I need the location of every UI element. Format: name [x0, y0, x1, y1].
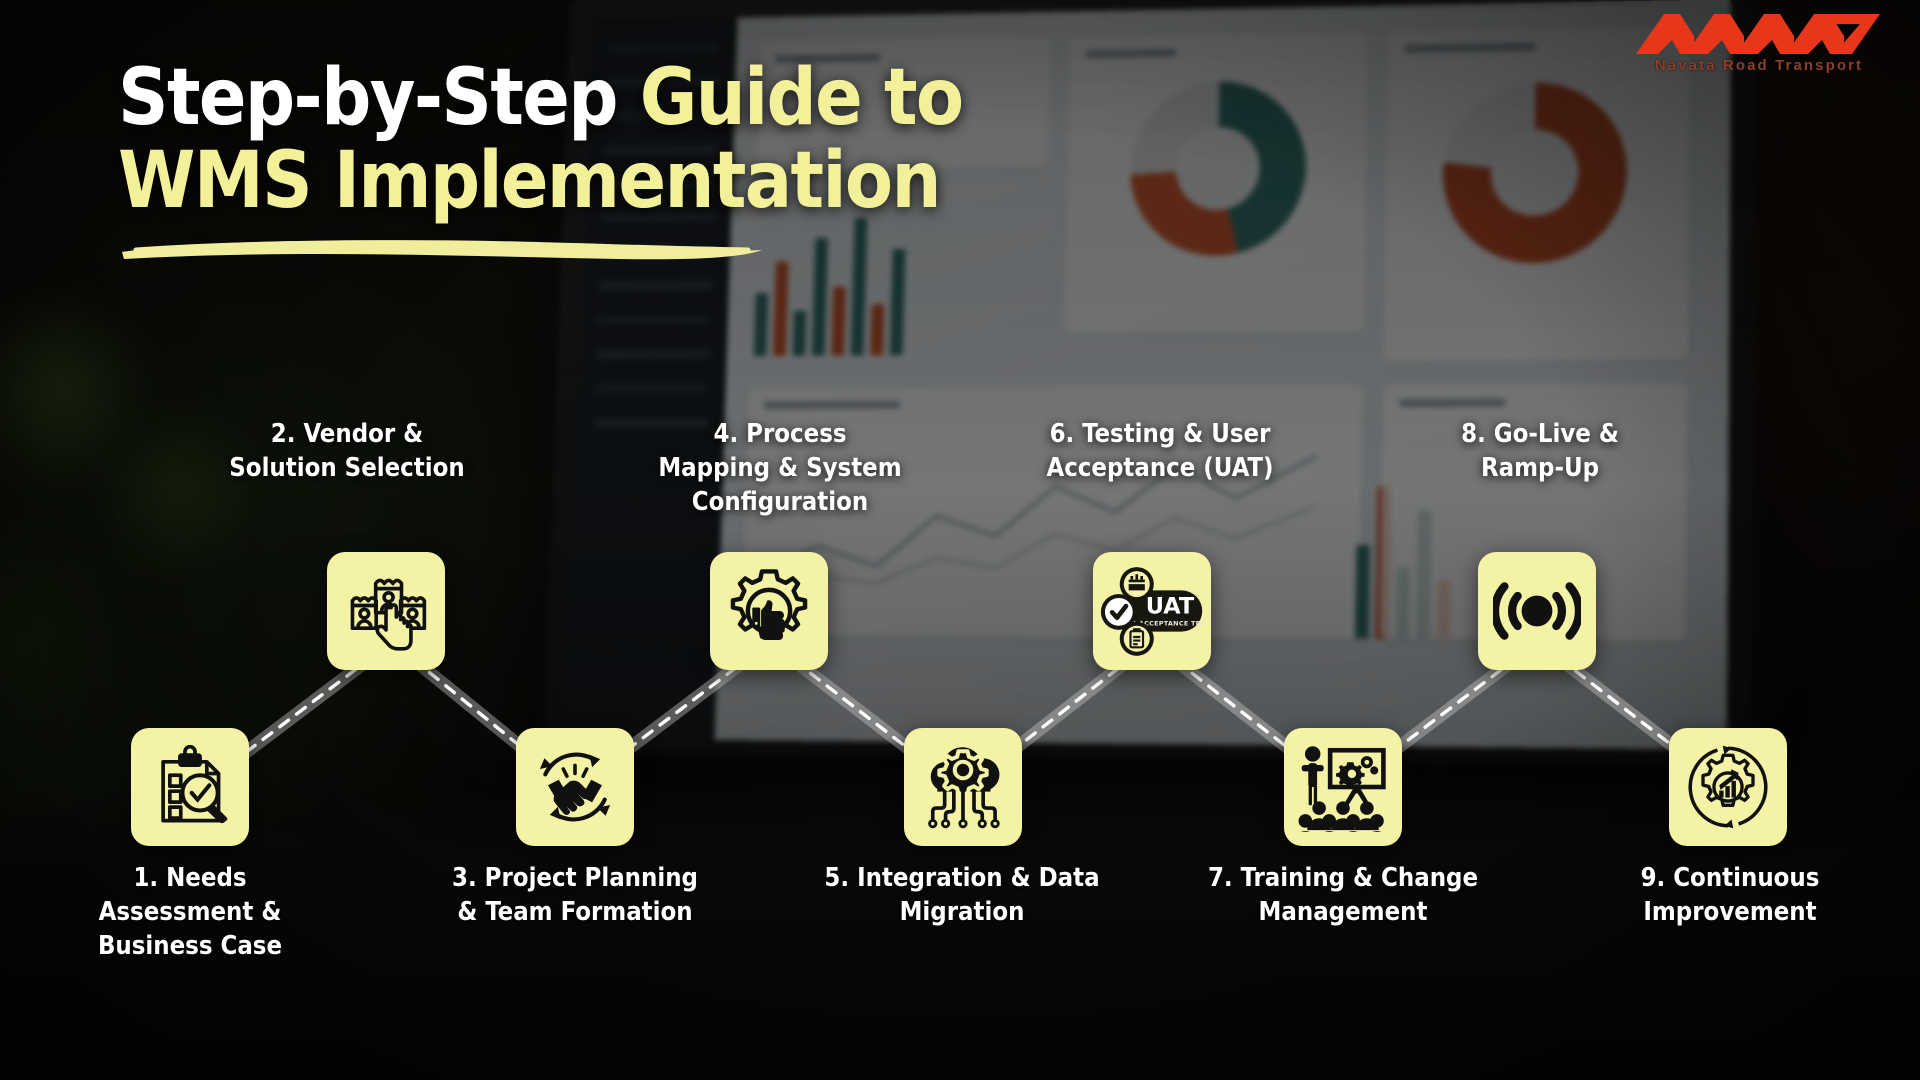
vendor-shops-hand-select-icon	[350, 578, 427, 651]
handshake-cycle-icon	[539, 752, 611, 822]
step-7-icon-tile[interactable]	[1284, 728, 1402, 846]
title-part-white: Step-by-Step	[118, 53, 640, 143]
step-9-icon-tile[interactable]	[1669, 728, 1787, 846]
navata-logo-icon	[1636, 14, 1880, 54]
step-1-label: 1. Needs Assessment & Business Case	[97, 863, 283, 961]
gear-thumbs-up-icon	[730, 569, 808, 641]
uat-badge-main-text: UAT	[1146, 594, 1195, 620]
step-7-label: 7. Training & Change Management	[1207, 863, 1479, 927]
step-2-label: 2. Vendor & Solution Selection	[229, 419, 465, 483]
logo-subtitle: Navata Road Transport	[1654, 57, 1864, 74]
step-3-icon-tile[interactable]	[516, 728, 634, 846]
trainer-audience-presentation-icon	[1298, 746, 1386, 832]
step-6-icon-tile[interactable]: UAT USER ACCEPTANCE TESTING	[1093, 552, 1211, 670]
uat-badge-sub-text: USER ACCEPTANCE TESTING	[1116, 619, 1204, 627]
step-3-label: 3. Project Planning & Team Formation	[452, 863, 698, 927]
title-line-1: Step-by-Step Guide to	[118, 59, 1238, 137]
uat-badge-icon: UAT USER ACCEPTANCE TESTING	[1100, 567, 1204, 656]
cloud-gear-network-icon	[928, 747, 1000, 829]
broadcast-signal-icon	[1493, 582, 1581, 640]
step-5-label: 5. Integration & Data Migration	[824, 863, 1100, 927]
step-9-label: 9. Continuous Improvement	[1640, 863, 1820, 927]
title-part-accent: Guide to	[639, 53, 964, 143]
page-title: Step-by-Step Guide to WMS Implementation	[118, 59, 1238, 266]
step-2-icon-tile[interactable]	[327, 552, 445, 670]
step-4-icon-tile[interactable]	[710, 552, 828, 670]
step-8-icon-tile[interactable]	[1478, 552, 1596, 670]
title-underline-brushstroke	[122, 240, 762, 260]
step-4-label: 4. Process Mapping & System Configuratio…	[658, 419, 902, 517]
step-5-icon-tile[interactable]	[904, 728, 1022, 846]
clipboard-magnifier-check-icon	[161, 745, 228, 824]
brand-logo: Navata Road Transport	[1634, 10, 1884, 74]
step-6-label: 6. Testing & User Acceptance (UAT)	[1046, 419, 1274, 483]
step-1-icon-tile[interactable]	[131, 728, 249, 846]
gear-growth-chart-cycle-icon	[1688, 745, 1768, 829]
title-line-2: WMS Implementation	[118, 136, 941, 227]
step-8-label: 8. Go-Live & Ramp-Up	[1461, 419, 1619, 483]
